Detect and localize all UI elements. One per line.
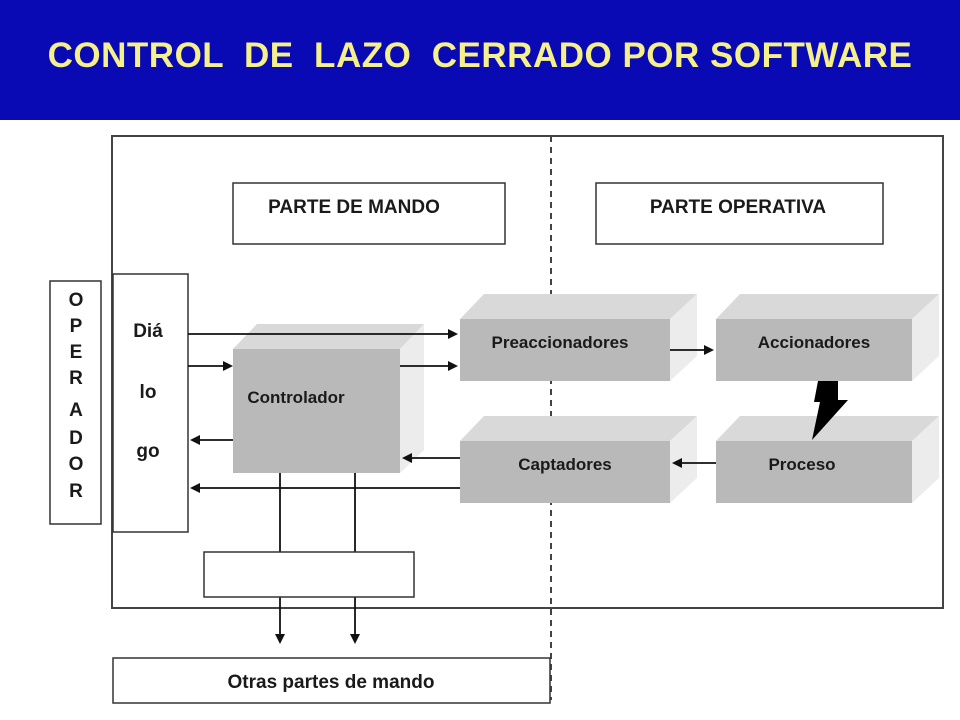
svg-text:Proceso: Proceso: [768, 455, 835, 474]
svg-text:PARTE DE MANDO: PARTE DE MANDO: [268, 197, 440, 218]
proceso-block: Proceso: [716, 416, 939, 503]
operador-letter: D: [69, 428, 83, 449]
svg-text:go: go: [136, 441, 159, 462]
svg-text:Otras partes de mando: Otras partes de mando: [228, 672, 435, 693]
operador-letter: R: [69, 481, 83, 502]
interface-box: [203, 551, 415, 598]
otras-partes-box: Otras partes de mando: [112, 657, 551, 704]
operador-letter: E: [70, 342, 83, 363]
svg-text:Controlador: Controlador: [247, 388, 345, 407]
operador-letter: O: [69, 454, 84, 475]
header-parte-operativa: PARTE OPERATIVA: [595, 182, 884, 245]
operador-letter: O: [69, 290, 84, 311]
slide-title: CONTROL DE LAZO CERRADO POR SOFTWARE: [47, 36, 913, 75]
svg-text:PARTE OPERATIVA: PARTE OPERATIVA: [650, 197, 827, 218]
accion-to-proceso-arrow: [812, 381, 848, 440]
title-bar: CONTROL DE LAZO CERRADO POR SOFTWARE: [0, 0, 960, 120]
connection-arrows: [188, 329, 716, 644]
svg-text:lo: lo: [140, 382, 157, 403]
header-parte-mando: PARTE DE MANDO: [232, 182, 506, 245]
operador-box: O P E R A D O R: [49, 280, 102, 525]
operador-letter: R: [69, 368, 83, 389]
operador-letter: A: [69, 400, 83, 421]
svg-text:Diá: Diá: [133, 321, 163, 342]
dialogo-box: Diá lo go: [112, 273, 189, 533]
controlador-block: Controlador: [233, 324, 424, 473]
accionadores-block: Accionadores: [716, 294, 939, 381]
preaccionadores-block: Preaccionadores: [460, 294, 697, 381]
operador-letter: P: [70, 316, 83, 337]
svg-text:Accionadores: Accionadores: [758, 333, 870, 352]
svg-text:Captadores: Captadores: [518, 455, 612, 474]
svg-text:Preaccionadores: Preaccionadores: [491, 333, 628, 352]
captadores-block: Captadores: [460, 416, 697, 503]
